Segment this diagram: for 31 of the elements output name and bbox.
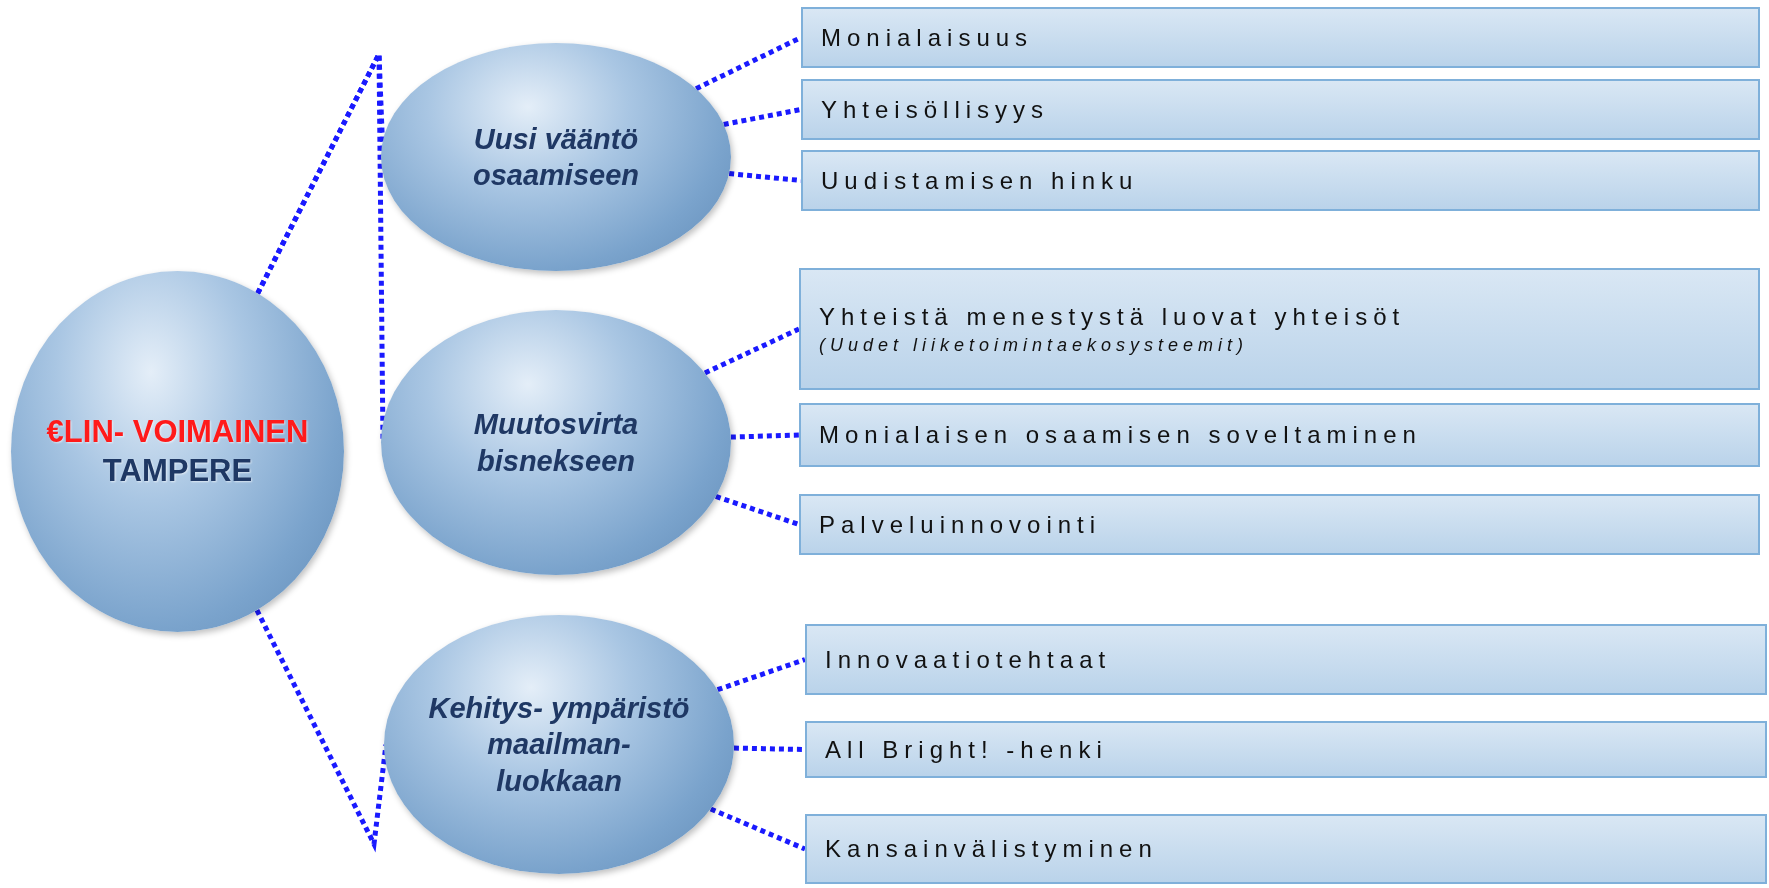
node-label: Yhteistä menestystä luovat yhteisöt	[819, 302, 1407, 331]
text-box	[805, 721, 1767, 778]
text-box	[799, 494, 1760, 555]
dotted-connector	[709, 806, 806, 852]
node-label: Palveluinnovointi	[819, 510, 1103, 539]
node-label: Muutosvirta bisnekseen	[472, 407, 640, 479]
dotted-connector	[254, 609, 389, 853]
node-label: Yhteisöllisyys	[821, 95, 1051, 124]
dotted-connector	[730, 432, 800, 440]
text-box	[799, 403, 1760, 467]
text-box	[801, 7, 1760, 68]
node-label: All Bright! -henki	[825, 735, 1109, 764]
text-box	[805, 814, 1767, 884]
node-label: Uusi vääntö osaamiseen	[471, 121, 640, 193]
dotted-connector	[716, 657, 806, 693]
dotted-connector	[703, 326, 801, 376]
text-box	[801, 79, 1760, 140]
text-box	[801, 150, 1760, 211]
node-label: €LIN- VOIMAINEN	[45, 412, 310, 451]
node-label: Kehitys- ympäristö maailman- luokkaan	[427, 691, 691, 799]
node-label: Innovaatiotehtaat	[825, 645, 1113, 674]
node-label: Uudistamisen hinku	[821, 166, 1140, 195]
node-label: Monialaisuus	[821, 23, 1035, 52]
text-box	[799, 268, 1760, 390]
subtitle: (Uudet liiketoimintaekosysteemit)	[819, 334, 1250, 356]
node-label: Kansainvälistyminen	[825, 835, 1159, 863]
text-box	[805, 624, 1767, 695]
dotted-connector	[723, 107, 802, 127]
node-label: Monialaisen osaamisen soveltaminen	[819, 421, 1423, 449]
dotted-connector	[715, 494, 800, 527]
node-label: TAMPERE	[101, 451, 254, 490]
